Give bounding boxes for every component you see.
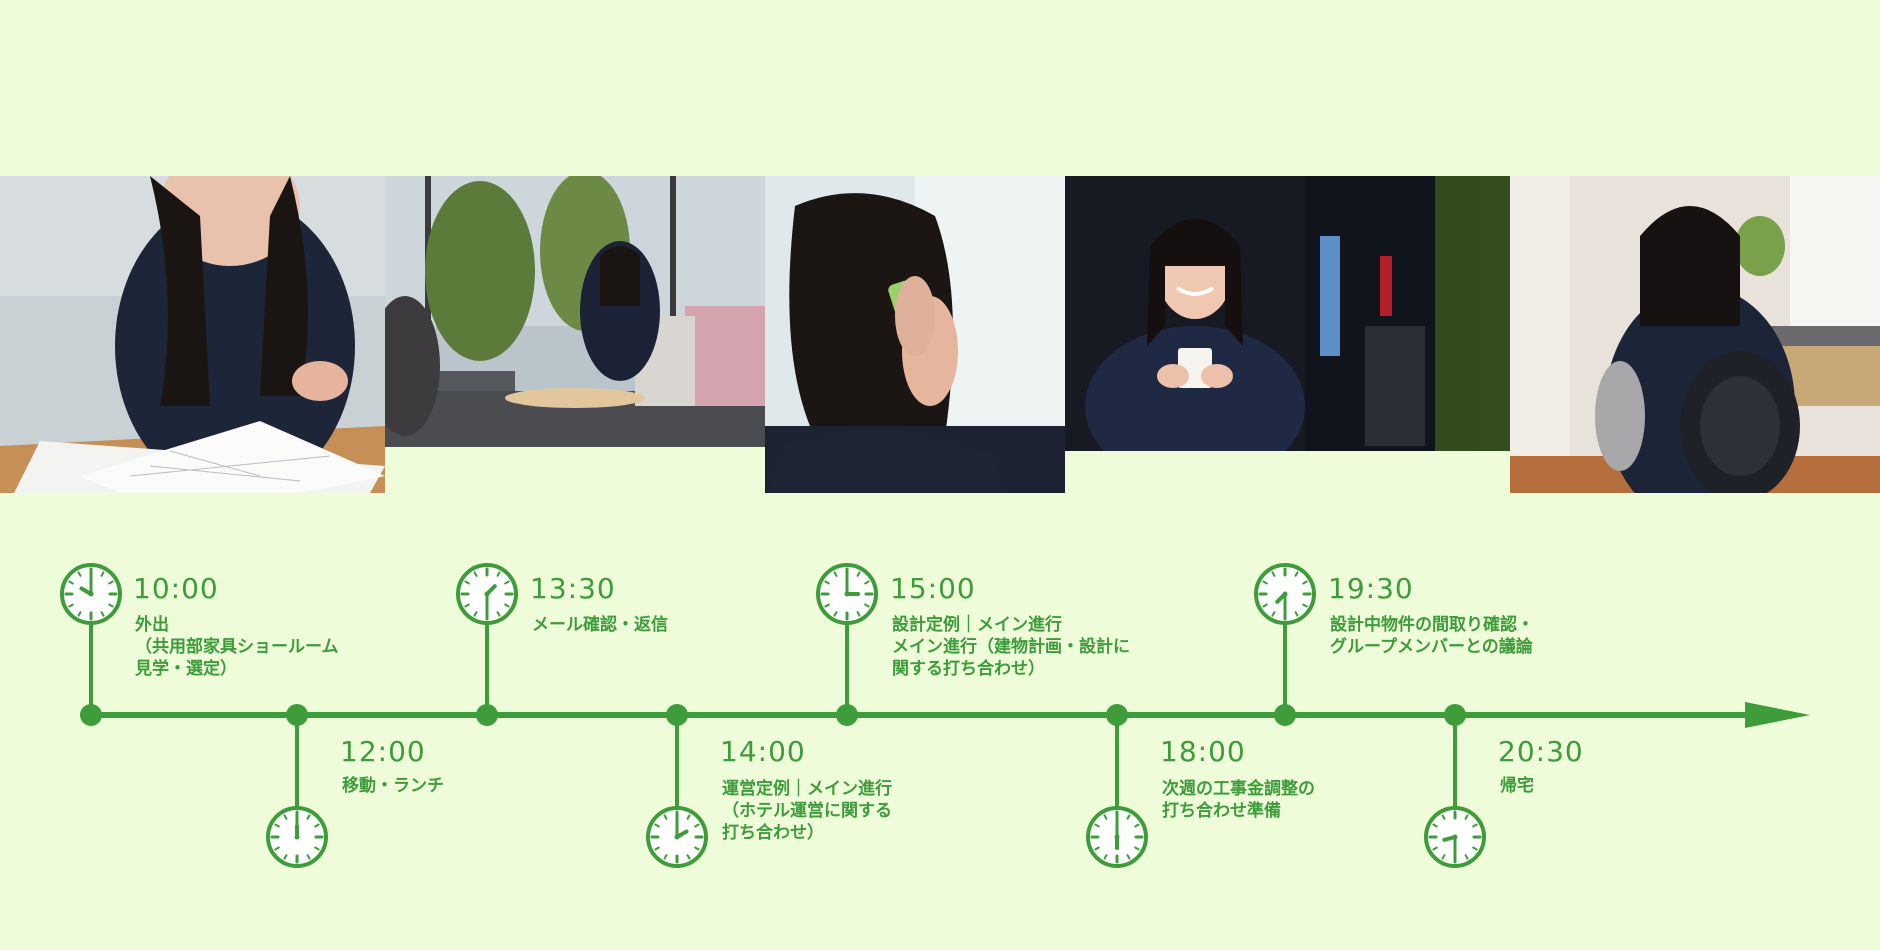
event-description-line: 打ち合わせ） [722, 823, 824, 843]
clock-icon [646, 806, 708, 868]
event-time-10-00: 10:00 [133, 572, 219, 605]
timeline-dot [1106, 704, 1128, 726]
clock-icon [266, 806, 328, 868]
clock-icon [60, 563, 122, 625]
event-description-14-00: 運営定例｜メイン進行（ホテル運営に関する打ち合わせ） [722, 778, 892, 844]
event-description-line: 帰宅 [1500, 776, 1534, 796]
clock-icon [456, 563, 518, 625]
photo-coffee-break [1065, 176, 1510, 451]
clock-icon [816, 563, 878, 625]
event-description-line: 設計中物件の間取り確認・ [1330, 615, 1534, 635]
timeline-dot [286, 704, 308, 726]
photo-lounge-conversation [385, 176, 765, 447]
event-time-19-30: 19:30 [1328, 572, 1414, 605]
event-description-line: メイン進行（建物計画・設計に [892, 637, 1130, 657]
event-description-10-00: 外出（共用部家具ショールーム見学・選定） [135, 614, 339, 680]
timeline-dot [1274, 704, 1296, 726]
timeline-dot [1444, 704, 1466, 726]
event-description-13-30: メール確認・返信 [532, 614, 668, 636]
timeline-dot [836, 704, 858, 726]
photo-reviewing-drawings [0, 176, 385, 493]
event-description-line: 関する打ち合わせ） [892, 659, 1045, 679]
event-description-line: 次週の工事金調整の [1162, 779, 1315, 799]
event-time-14-00: 14:00 [720, 735, 806, 768]
event-description-line: 設計定例｜メイン進行 [892, 615, 1062, 635]
event-time-18-00: 18:00 [1160, 735, 1246, 768]
photo-going-home [1510, 176, 1880, 493]
clock-icon [1086, 806, 1148, 868]
event-description-line: 外出 [135, 615, 169, 635]
event-description-15-00: 設計定例｜メイン進行メイン進行（建物計画・設計に関する打ち合わせ） [892, 614, 1130, 680]
event-description-19-30: 設計中物件の間取り確認・グループメンバーとの議論 [1330, 614, 1534, 658]
event-description-20-30: 帰宅 [1500, 775, 1534, 797]
event-description-18-00: 次週の工事金調整の打ち合わせ準備 [1162, 778, 1315, 822]
event-description-line: 打ち合わせ準備 [1162, 801, 1281, 821]
photo-phone-call [765, 176, 1065, 493]
timeline-dot [80, 704, 102, 726]
event-time-20-30: 20:30 [1498, 735, 1584, 768]
clock-icon [1254, 563, 1316, 625]
event-time-13-30: 13:30 [530, 572, 616, 605]
timeline-dot [666, 704, 688, 726]
event-description-line: （ホテル運営に関する [722, 801, 892, 821]
event-description-line: 見学・選定） [135, 659, 237, 679]
event-description-line: メール確認・返信 [532, 615, 668, 635]
event-description-line: （共用部家具ショールーム [135, 637, 339, 657]
event-description-line: 移動・ランチ [342, 776, 444, 796]
timeline-dot [476, 704, 498, 726]
event-description-line: グループメンバーとの議論 [1330, 637, 1533, 657]
event-time-12-00: 12:00 [340, 735, 426, 768]
event-time-15-00: 15:00 [890, 572, 976, 605]
clock-icon [1424, 806, 1486, 868]
event-description-12-00: 移動・ランチ [342, 775, 444, 797]
timeline-arrow-head [1745, 702, 1810, 728]
event-description-line: 運営定例｜メイン進行 [722, 779, 892, 799]
